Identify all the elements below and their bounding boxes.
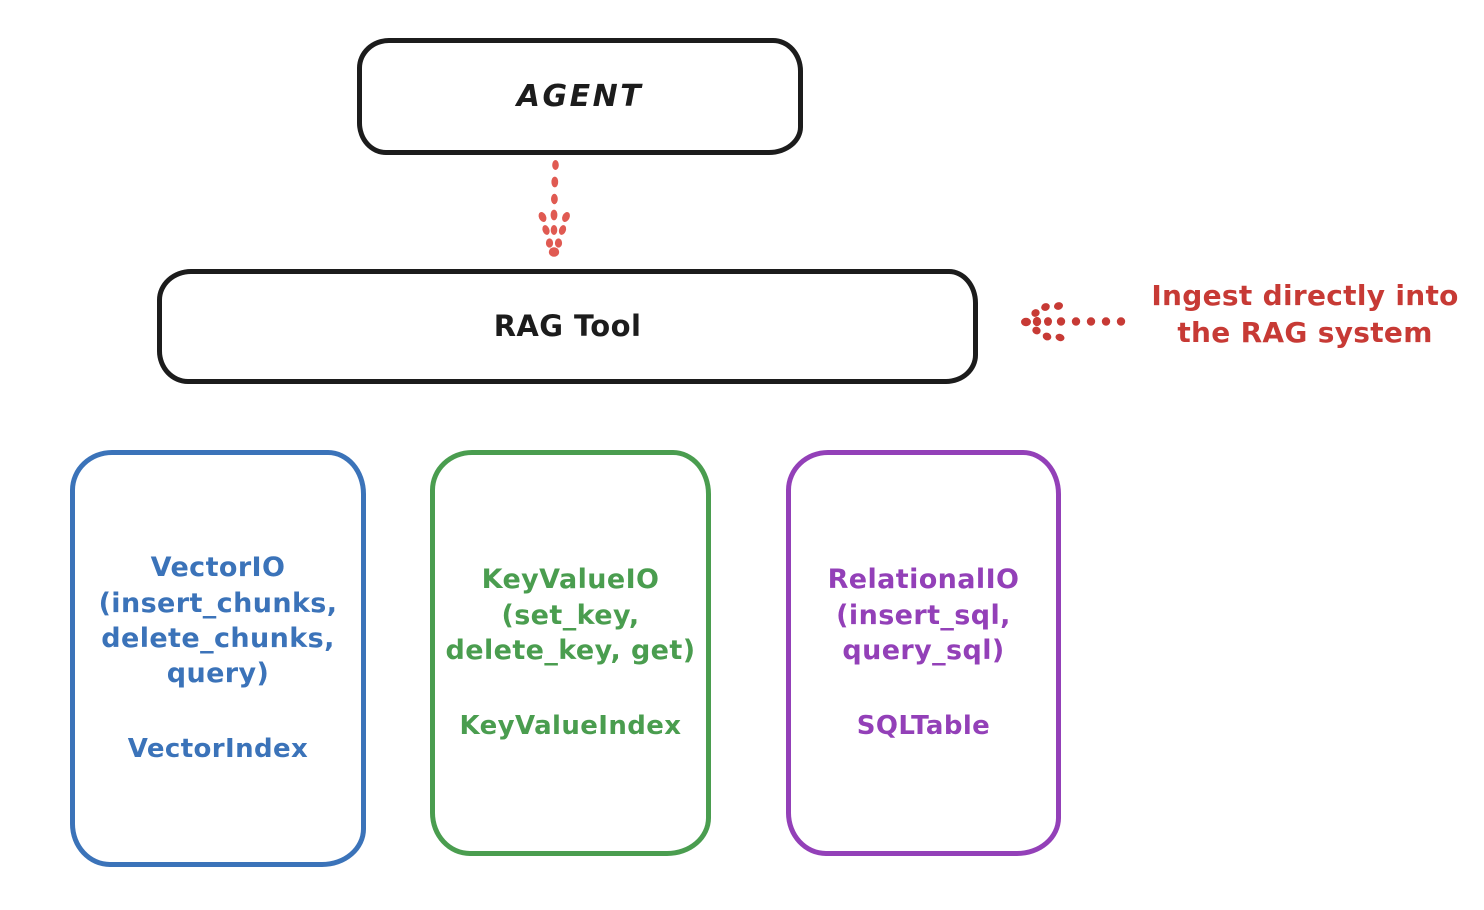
node-rag-tool[interactable]: RAG Tool bbox=[157, 269, 978, 384]
node-relational-io-index-label: SQLTable bbox=[856, 710, 991, 741]
node-agent-label: AGENT bbox=[516, 79, 644, 114]
node-key-value-io-api-label: KeyValueIO (set_key, delete_key, get) bbox=[445, 564, 696, 666]
node-key-value-io-index-label: KeyValueIndex bbox=[459, 710, 682, 741]
node-relational-io-content: RelationalIO (insert_sql, query_sql) SQL… bbox=[801, 455, 1046, 851]
node-rag-tool-label: RAG Tool bbox=[493, 308, 642, 343]
node-vector-io[interactable]: VectorIO (insert_chunks, delete_chunks, … bbox=[70, 450, 366, 867]
node-relational-io-api-label: RelationalIO (insert_sql, query_sql) bbox=[827, 564, 1020, 666]
node-agent[interactable]: AGENT bbox=[357, 38, 803, 155]
node-vector-io-content: VectorIO (insert_chunks, delete_chunks, … bbox=[85, 455, 351, 862]
node-vector-io-api-label: VectorIO (insert_chunks, delete_chunks, … bbox=[98, 552, 338, 689]
annotation-ingest-directly: Ingest directly into the RAG system bbox=[1151, 279, 1459, 349]
node-vector-io-index-label: VectorIndex bbox=[127, 733, 309, 764]
edge-agent-to-rag-tool-arrow bbox=[538, 160, 570, 257]
edge-ingest-to-rag-tool-arrow bbox=[1021, 302, 1126, 342]
node-relational-io[interactable]: RelationalIO (insert_sql, query_sql) SQL… bbox=[786, 450, 1061, 856]
node-key-value-io[interactable]: KeyValueIO (set_key, delete_key, get) Ke… bbox=[430, 450, 711, 856]
node-key-value-io-content: KeyValueIO (set_key, delete_key, get) Ke… bbox=[445, 455, 696, 851]
